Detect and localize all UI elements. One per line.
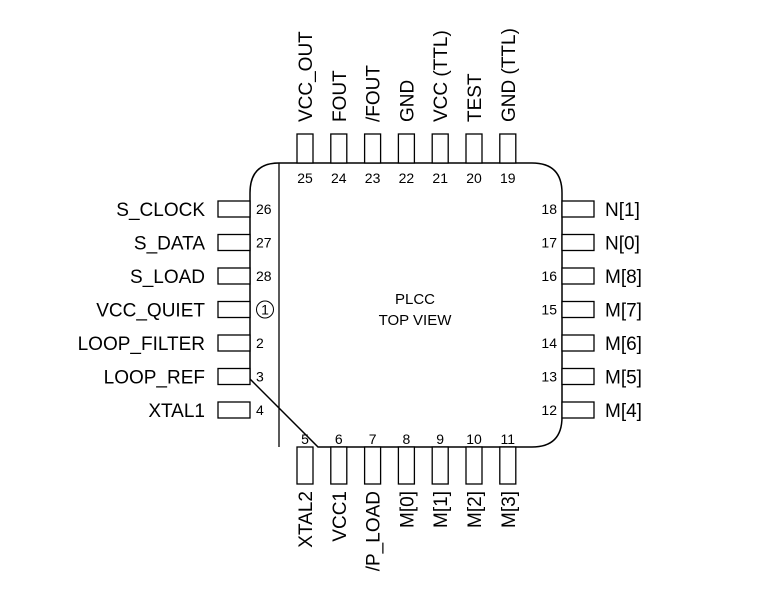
pin-24-number: 24 — [331, 170, 347, 186]
pin-23-number: 23 — [365, 170, 381, 186]
pin-5-label-xtal2: XTAL2 — [296, 491, 317, 548]
pin-1-label-vcc-quiet: VCC_QUIET — [96, 301, 205, 322]
pin-19-label-gnd-ttl: GND (TTL) — [499, 28, 520, 122]
pin-8-number: 8 — [403, 431, 411, 447]
pin-28-label-s-load: S_LOAD — [130, 267, 205, 288]
pin-24-pad — [330, 133, 348, 164]
pin-22-pad — [397, 133, 416, 164]
pin-16-label-m-8: M[8] — [605, 267, 642, 288]
pin-11-pad — [499, 446, 517, 485]
pin-2-number: 2 — [256, 335, 264, 351]
package-subtitle: TOP VIEW — [379, 312, 453, 329]
pin-12-pad — [561, 401, 595, 419]
pin-2-pad — [217, 334, 251, 352]
pin-10-pad — [465, 446, 483, 485]
pin-27-label-s-data: S_DATA — [134, 234, 205, 255]
pin-13-label-m-5: M[5] — [605, 368, 642, 389]
pin-24-label-fout: FOUT — [330, 70, 351, 122]
pin-7-pad — [363, 446, 382, 485]
pin-25-number: 25 — [297, 170, 313, 186]
pin-19-pad — [499, 133, 517, 164]
pin-1-indicator-circle — [256, 300, 274, 319]
pin-25-label-vcc-out: VCC_OUT — [296, 31, 317, 122]
pin-25-pad — [296, 133, 314, 164]
pin-9-number: 9 — [436, 431, 444, 447]
pin-14-pad — [561, 334, 595, 352]
pin-20-pad — [465, 133, 483, 164]
pin-26-pad — [217, 200, 251, 218]
pin-3-label-loop-ref: LOOP_REF — [104, 368, 205, 389]
pin-13-pad — [561, 367, 595, 386]
pin-26-label-s-clock: S_CLOCK — [116, 200, 205, 221]
pin-27-number: 27 — [256, 235, 272, 251]
pin-23-pad — [363, 133, 382, 164]
pin-8-label-m-0: M[0] — [397, 491, 418, 528]
pin-16-pad — [561, 267, 595, 285]
pin-7-label-p-load: /P_LOAD — [364, 491, 385, 571]
pin-11-number: 11 — [501, 431, 516, 447]
pin-15-number: 15 — [541, 302, 557, 318]
pin-7-number: 7 — [369, 431, 377, 447]
pin-28-number: 28 — [256, 268, 272, 284]
pin-15-label-m-7: M[7] — [605, 301, 642, 322]
pin-28-pad — [217, 267, 251, 285]
pin-23-label-fout: /FOUT — [364, 65, 385, 122]
package-body — [249, 162, 563, 448]
pin-1-number: 1 — [261, 302, 269, 318]
pin-21-label-vcc-ttl: VCC (TTL) — [431, 30, 452, 122]
pin-10-label-m-2: M[2] — [465, 491, 486, 528]
pin-4-number: 4 — [256, 402, 264, 418]
pin-11-label-m-3: M[3] — [499, 491, 520, 528]
pin-22-label-gnd: GND — [397, 80, 418, 122]
pin-5-number: 5 — [301, 431, 309, 447]
pin-4-label-xtal1: XTAL1 — [148, 401, 205, 422]
package-title: PLCC — [395, 291, 435, 308]
pin-15-pad — [561, 300, 595, 319]
pin-6-pad — [330, 446, 348, 485]
pin-9-label-m-1: M[1] — [431, 491, 452, 528]
pin-17-pad — [561, 233, 595, 252]
pin-17-number: 17 — [541, 235, 557, 251]
pin-21-number: 21 — [432, 170, 448, 186]
pin-6-number: 6 — [335, 431, 343, 447]
pin-16-number: 16 — [541, 268, 557, 284]
pin-14-number: 14 — [541, 335, 557, 351]
pin-20-number: 20 — [466, 170, 482, 186]
pin-14-label-m-6: M[6] — [605, 334, 642, 355]
pin-6-label-vcc1: VCC1 — [330, 491, 351, 542]
pin-3-number: 3 — [256, 369, 264, 385]
pin-5-pad — [296, 446, 314, 485]
pin-18-pad — [561, 200, 595, 218]
pin-3-pad — [217, 367, 251, 386]
pin-22-number: 22 — [399, 170, 415, 186]
pin-17-label-n-0: N[0] — [605, 234, 640, 255]
pin-18-label-n-1: N[1] — [605, 200, 640, 221]
pin-12-label-m-4: M[4] — [605, 401, 642, 422]
pin-4-pad — [217, 401, 251, 419]
pin-12-number: 12 — [541, 402, 557, 418]
pin-20-label-test: TEST — [465, 73, 486, 122]
pin-2-label-loop-filter: LOOP_FILTER — [78, 334, 205, 355]
pin-18-number: 18 — [541, 201, 557, 217]
pin-8-pad — [397, 446, 416, 485]
pin-19-number: 19 — [500, 170, 516, 186]
pin-9-pad — [431, 446, 449, 485]
pin-1-pad — [217, 300, 251, 319]
pin-21-pad — [431, 133, 449, 164]
pin-26-number: 26 — [256, 201, 272, 217]
pin-27-pad — [217, 233, 251, 252]
pin-10-number: 10 — [466, 431, 482, 447]
pin-13-number: 13 — [541, 369, 557, 385]
